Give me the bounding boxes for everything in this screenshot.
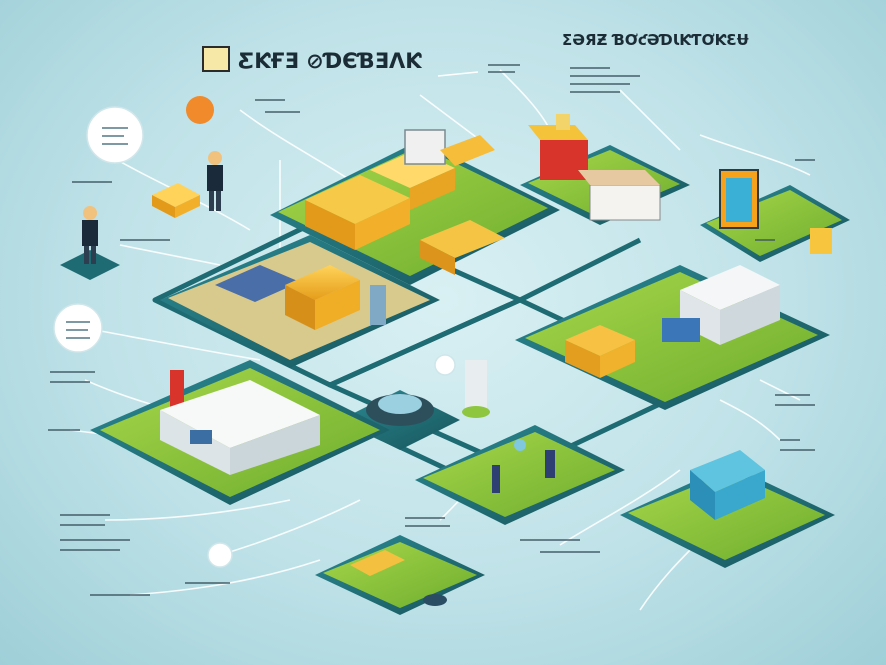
right-title: ƩƏЯƵ ƁƠƈƏƊƖƘƬƠƘƐɄ xyxy=(562,31,749,49)
platform-robotics xyxy=(415,425,625,525)
platform-bottom xyxy=(315,535,485,615)
platform-transport xyxy=(620,450,835,568)
person-icon xyxy=(207,151,223,211)
robot-arm-icon xyxy=(492,465,500,493)
platform-panel-right xyxy=(700,170,850,262)
header-right: ƩƏЯƵ ƁƠƈƏƊƖƘƬƠƘƐɄ xyxy=(562,31,749,49)
platform-lab-right xyxy=(515,265,830,410)
header-left: ƸƘҒƎ ⊘ƊЄƁƎΛƘ xyxy=(203,47,478,76)
left-title: ƸƘҒƎ ⊘ƊЄƁƎΛƘ xyxy=(238,49,422,73)
logo-icon xyxy=(203,47,229,71)
platform-factory-lower xyxy=(90,360,390,505)
person-icon xyxy=(60,206,120,280)
box-icon xyxy=(152,183,200,218)
trophy-icon xyxy=(556,114,570,130)
